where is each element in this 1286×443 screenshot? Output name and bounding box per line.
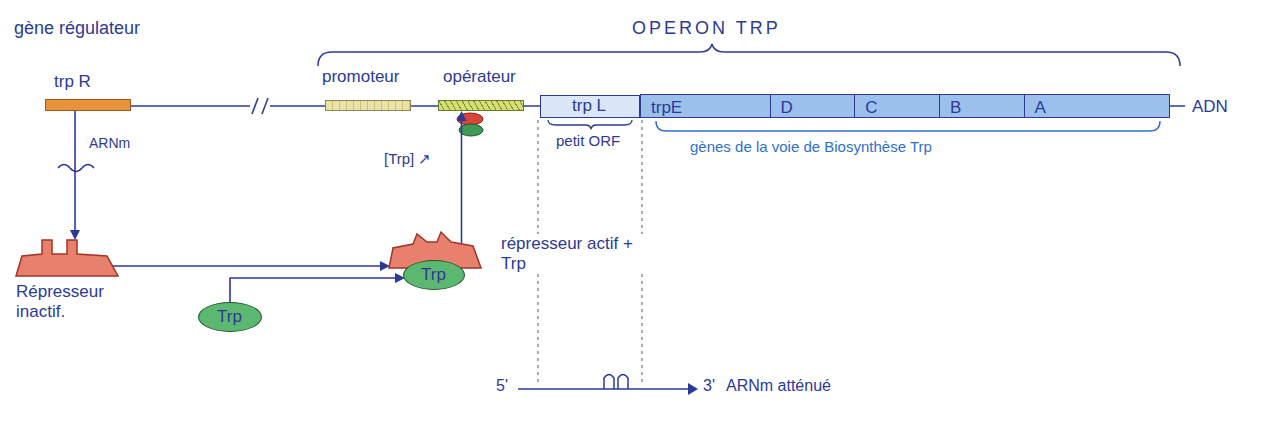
annotation: gènes de la voie de Biosynthèse Trp <box>690 138 932 155</box>
operon-bracket <box>318 44 1180 66</box>
break-mark <box>262 98 268 114</box>
node-label: promoteur <box>322 67 399 87</box>
connector-arrow <box>230 278 403 302</box>
mrna-squiggle <box>58 165 94 172</box>
gene-segment: A <box>1025 95 1169 117</box>
connector-arrow <box>113 265 388 267</box>
gene-segment: C <box>855 95 940 117</box>
annotation: 5' <box>496 377 508 395</box>
annotation: 3' <box>703 377 715 395</box>
node-label: Trp <box>217 307 242 327</box>
node-label: opérateur <box>443 67 516 87</box>
gene-box: trp R <box>45 99 131 111</box>
genes-bracket <box>656 121 1160 131</box>
gene-segment: trpE <box>641 95 771 117</box>
gene-segment: B <box>940 95 1025 117</box>
annotation: petit ORF <box>556 132 620 149</box>
node-label: Trp <box>421 265 446 285</box>
connector-arrow <box>74 111 76 238</box>
bound-trp <box>459 124 483 136</box>
gene-name: trpE <box>651 98 682 118</box>
annotation: OPERON TRP <box>632 18 781 39</box>
edge-label: ARNm <box>87 135 132 151</box>
gene-name: B <box>950 98 961 118</box>
inactive-repressor: Répresseur inactif. <box>12 236 122 278</box>
annotation: ARNm atténué <box>726 377 831 395</box>
orf-bracket <box>548 120 632 129</box>
repressor-shape <box>12 236 132 278</box>
gene-segment: D <box>771 95 856 117</box>
gene-name: D <box>781 98 793 118</box>
annotation: [Trp] ↗ <box>384 150 431 167</box>
active-repressor: répresseur actif + TrpTrp <box>385 228 485 290</box>
terminator-hairpin <box>604 375 628 390</box>
node-label: Répresseur inactif. <box>16 282 128 321</box>
mrna-arrowhead <box>688 383 698 395</box>
trp-molecule: Trp <box>198 302 262 332</box>
promoter-box: promoteur <box>325 100 411 111</box>
gene-band: trpE D C B A <box>640 94 1170 118</box>
node-label: répresseur actif + Trp <box>499 234 653 273</box>
leader-box: trp L <box>540 95 640 118</box>
gene-name: C <box>865 98 877 118</box>
operator-box: opérateur <box>438 100 524 111</box>
annotation: ADN <box>1192 97 1228 117</box>
break-mark <box>252 98 258 114</box>
trp-molecule: Trp <box>403 260 465 290</box>
node-label: trp R <box>54 72 91 92</box>
connector-arrow <box>461 113 463 243</box>
annotation: gène régulateur <box>14 18 140 39</box>
node-label: trp L <box>572 96 606 116</box>
gene-name: A <box>1035 98 1046 118</box>
